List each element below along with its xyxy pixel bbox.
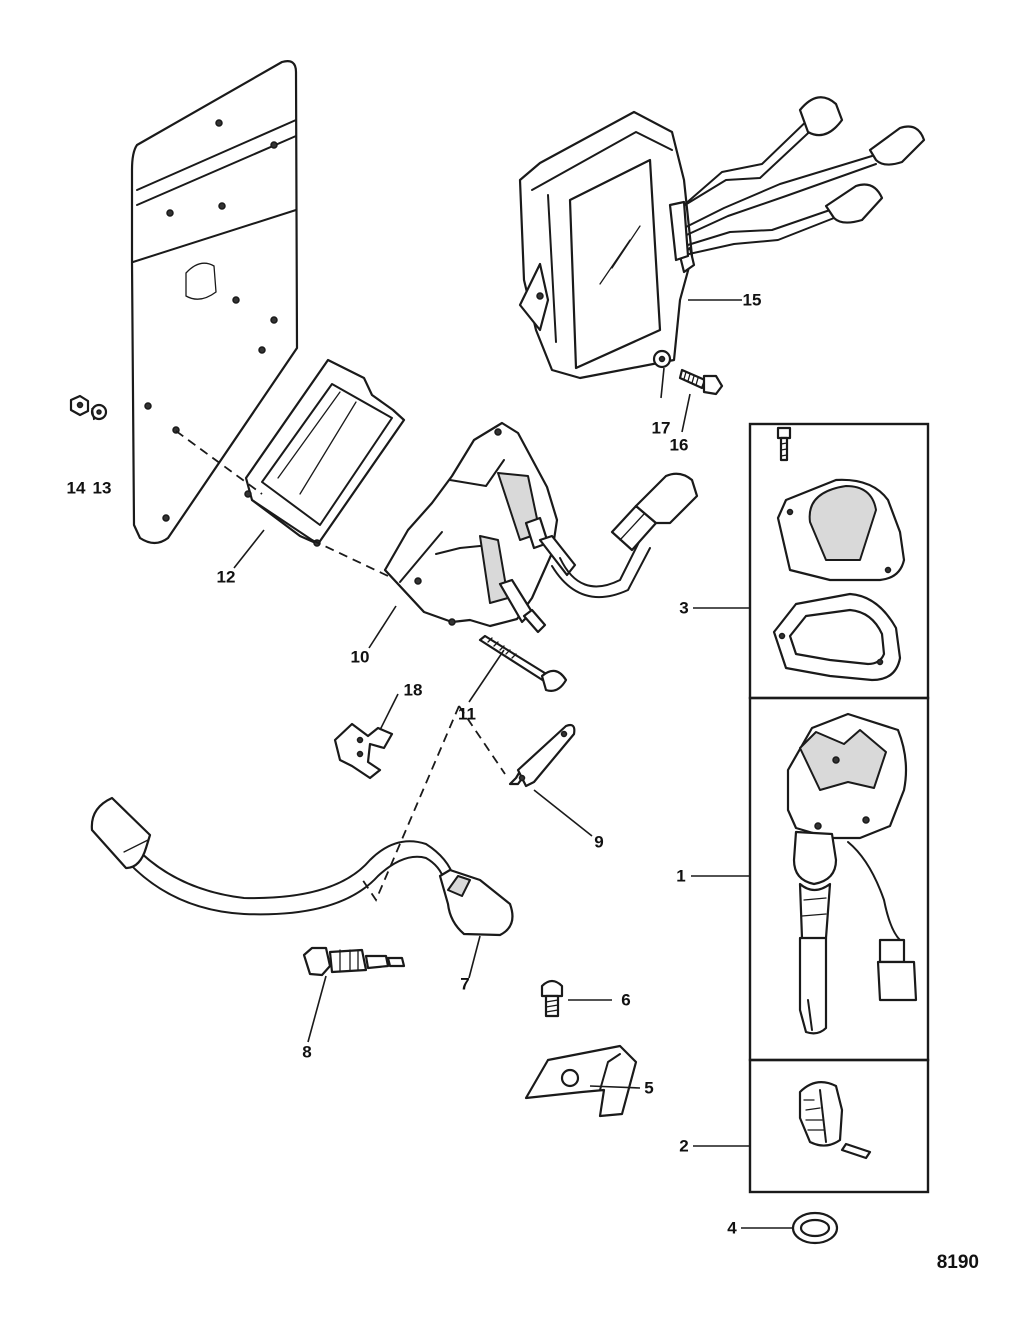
callout-4: 4 [727,1218,737,1238]
figure-number: 8190 [936,1252,979,1273]
ignition-coil-assembly [383,421,699,634]
callout-7: 7 [460,974,470,994]
clamp-9 [508,723,576,788]
switch-box [518,96,926,380]
callout-9: 9 [594,832,604,852]
pinion-gear [798,1081,872,1160]
spark-plug-lead [90,796,514,937]
callout-3: 3 [679,598,689,618]
callout-2: 2 [679,1136,689,1156]
washer-17 [652,349,672,369]
washer-4 [791,1211,839,1245]
callout-5: 5 [644,1078,654,1098]
kit-box-gear [748,1058,930,1194]
callout-12: 12 [216,567,236,587]
clip-18 [333,722,394,780]
coil-gasket-plate [244,358,406,547]
callout-17: 17 [651,418,671,438]
callout-8: 8 [302,1042,312,1062]
callout-18: 18 [403,680,423,700]
mounting-bracket [130,60,299,545]
callout-11: 11 [458,704,476,724]
coil-screw [478,634,568,692]
screw-16 [678,368,724,396]
leader-lines [91,299,792,1229]
callout-15: 15 [742,290,762,310]
callout-16: 16 [669,435,689,455]
callout-6: 6 [621,990,631,1010]
callout-13: 13 [92,478,112,498]
spark-plug [302,946,406,977]
screw-6 [540,979,564,1018]
distributor-stator [786,712,918,1035]
cover-kit [772,426,906,682]
callout-14: 14 [66,478,86,498]
callout-1: 1 [676,866,686,886]
bracket-5 [524,1044,638,1118]
callout-10: 10 [350,647,370,667]
nut-14 [69,394,90,417]
